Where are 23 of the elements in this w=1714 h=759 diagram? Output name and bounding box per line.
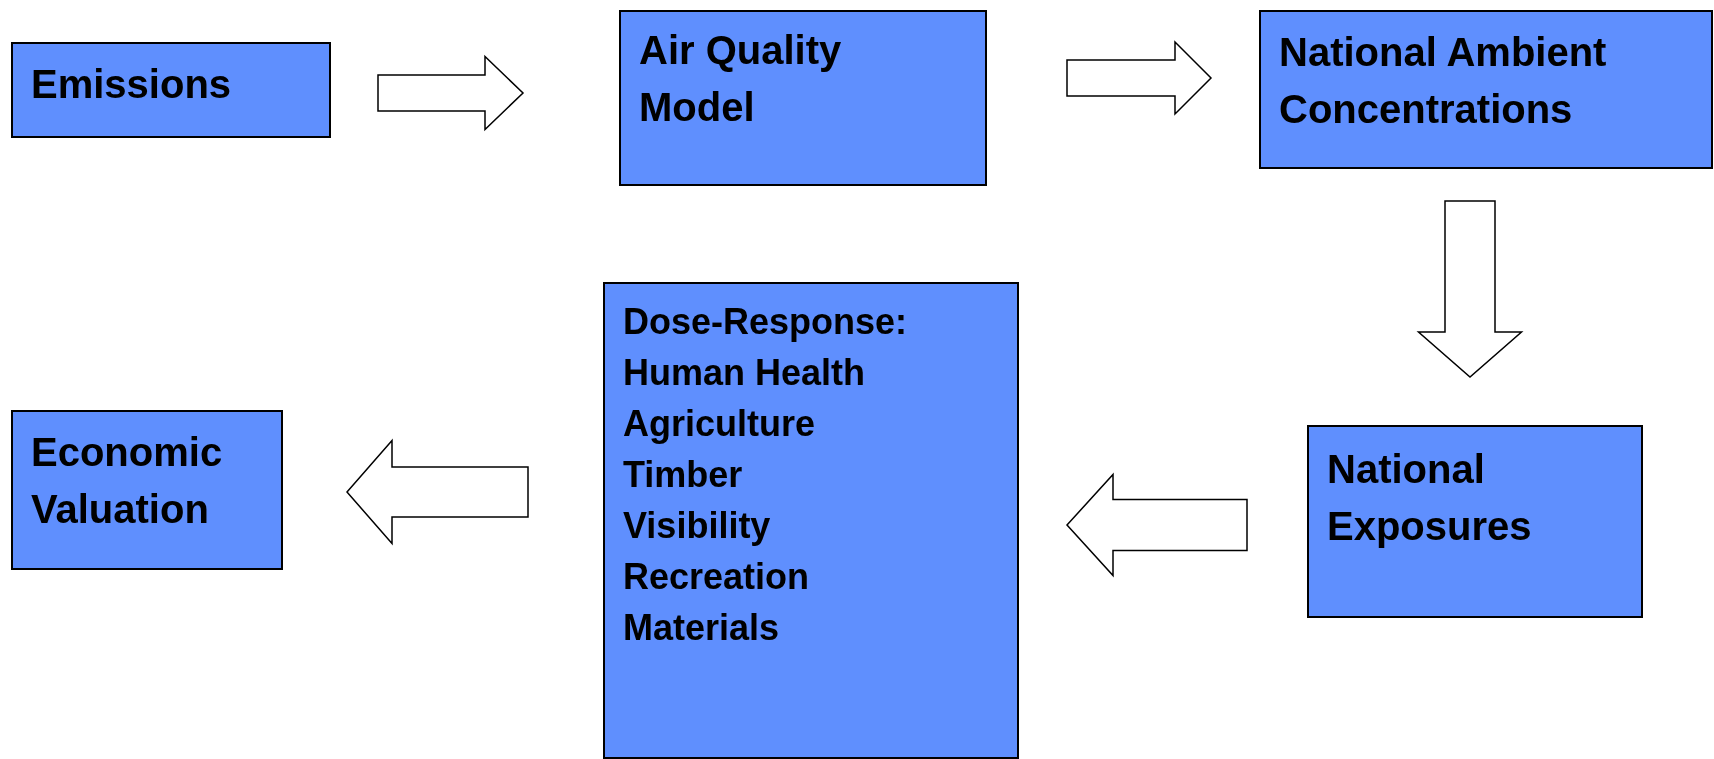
process-box [603,282,1019,759]
box-label: National Exposures [1327,446,1533,550]
process-box [1307,425,1643,618]
box-label: Materials [623,606,781,650]
box-label: Visibility [623,504,772,548]
process-box [1259,10,1713,169]
block-arrow [1066,40,1213,116]
box-label: Recreation [623,555,811,599]
box-label: Timber [623,453,744,497]
process-box [11,42,331,138]
block-arrow [346,438,529,546]
process-box [619,10,987,186]
box-label: National Ambient Concentrations [1279,29,1608,133]
box-label: Agriculture [623,402,817,446]
box-label: Dose-Response: [623,300,909,344]
process-box [11,410,283,570]
box-label: Emissions [31,61,233,108]
box-label: Economic Valuation [31,429,224,533]
box-label: Air Quality Model [639,27,843,131]
block-arrow [1066,472,1248,578]
box-label: Human Health [623,351,867,395]
block-arrow [1416,200,1524,378]
block-arrow [377,54,525,132]
